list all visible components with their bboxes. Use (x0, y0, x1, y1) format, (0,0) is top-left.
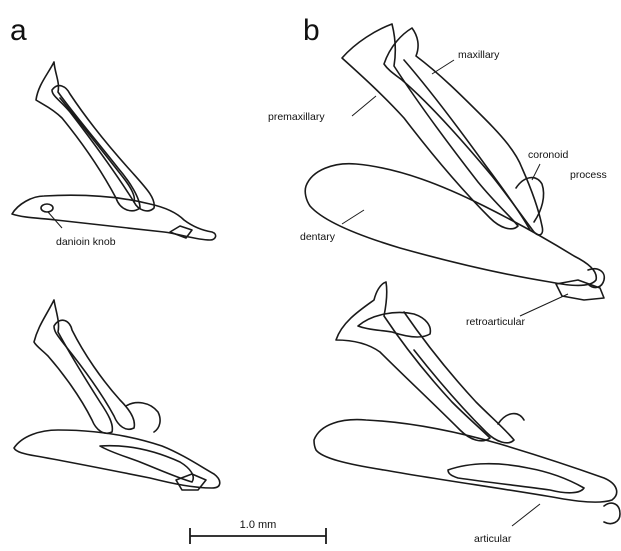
scale-bar: 1.0 mm (190, 519, 326, 544)
label-maxillary: maxillary (458, 49, 500, 61)
maxillary-leader (432, 60, 454, 74)
panel-letter-b: b (303, 14, 320, 47)
dentary-outline-a-upper (12, 195, 216, 240)
articular-leader (512, 504, 540, 526)
dentary-outline-b-lower (314, 420, 617, 503)
panel-b-upper-drawing (305, 24, 604, 300)
retroarticular-b-upper (556, 280, 604, 300)
dentary-outline-a-lower (14, 430, 220, 488)
panel-letter-a: a (10, 14, 27, 47)
coronoid-a-lower (126, 403, 160, 432)
label-danioin-knob: danioin knob (56, 236, 116, 248)
joint-b-lower (604, 503, 620, 523)
label-process: process (570, 169, 607, 181)
label-premaxillary: premaxillary (268, 111, 325, 123)
label-dentary: dentary (300, 231, 336, 243)
danioin-knob-shape (41, 204, 53, 212)
maxillary-outline-a-lower (54, 320, 134, 429)
maxillary-inner-b-upper (404, 60, 530, 230)
premaxillary-leader (352, 96, 376, 116)
dentary-outline-b-upper (305, 164, 596, 286)
panel-a-lower-drawing (14, 300, 220, 490)
articular-shape-b-lower (448, 464, 584, 493)
maxillary-shaft-b-lower (404, 312, 514, 443)
label-retroarticular: retroarticular (466, 316, 525, 328)
panel-a-upper-drawing (12, 62, 216, 240)
coronoid-b-lower (498, 414, 524, 424)
premaxillary-outline-b-lower (336, 282, 490, 441)
label-articular: articular (474, 533, 512, 545)
dentary-leader (342, 210, 364, 224)
scale-bar-label: 1.0 mm (240, 519, 277, 531)
premaxillary-outline-a-lower (34, 300, 112, 433)
retroarticular-leader (520, 294, 568, 316)
label-coronoid: coronoid (528, 149, 568, 161)
